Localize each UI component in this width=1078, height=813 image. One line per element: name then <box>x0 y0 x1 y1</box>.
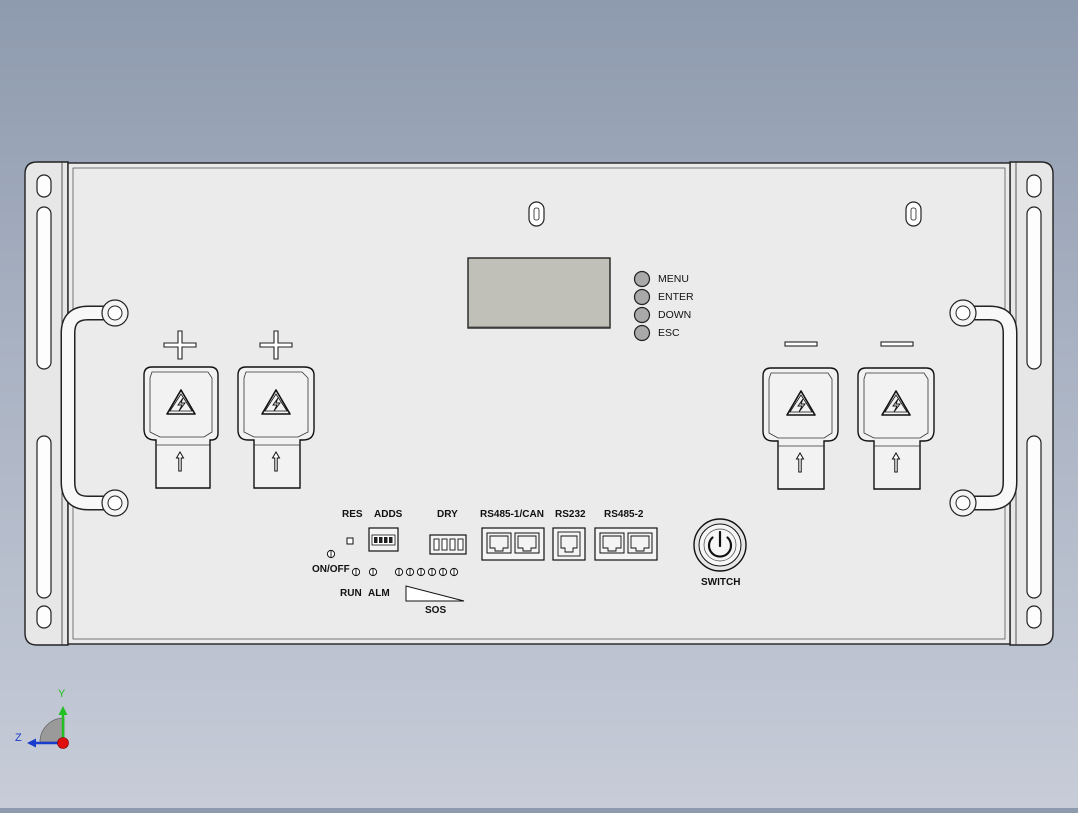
adds-label: ADDS <box>374 509 403 520</box>
negative-markers <box>784 341 914 347</box>
top-mount-slots <box>528 201 922 227</box>
enter-label: ENTER <box>658 291 694 303</box>
positive-terminal-1[interactable] <box>143 366 219 489</box>
negative-terminal-2[interactable] <box>857 367 935 490</box>
run-led <box>351 567 361 577</box>
enter-button[interactable] <box>633 288 651 306</box>
triad-y-label: Y <box>58 688 66 700</box>
soc-label: SOS <box>425 605 447 616</box>
menu-button[interactable] <box>633 270 651 288</box>
left-rack-ear <box>24 161 69 646</box>
rs485-2-port[interactable] <box>594 527 658 561</box>
dry-contact-port[interactable] <box>429 534 467 555</box>
down-label: DOWN <box>658 309 692 321</box>
rs232-port[interactable] <box>552 527 586 561</box>
down-button[interactable] <box>633 306 651 324</box>
menu-label: MENU <box>658 273 689 285</box>
alm-led <box>368 567 378 577</box>
esc-button[interactable] <box>633 324 651 342</box>
adds-dip-switch[interactable] <box>368 527 399 552</box>
esc-label: ESC <box>658 327 680 339</box>
switch-label: SWITCH <box>701 577 741 588</box>
rs485-1-can-label: RS485-1/CAN <box>480 509 544 520</box>
nav-buttons[interactable] <box>633 270 651 342</box>
soc-level-wedge <box>405 585 465 602</box>
res-label: RES <box>342 509 363 520</box>
right-rack-ear <box>1009 161 1054 646</box>
on-off-label: ON/OFF <box>312 564 350 575</box>
alm-label: ALM <box>368 588 390 599</box>
run-label: RUN <box>340 588 362 599</box>
rs232-label: RS232 <box>555 509 586 520</box>
positive-terminal-2[interactable] <box>237 366 315 489</box>
positive-markers <box>163 330 293 360</box>
dry-label: DRY <box>437 509 458 520</box>
rs485-1-can-port[interactable] <box>481 527 545 561</box>
negative-terminal-1[interactable] <box>762 367 839 490</box>
left-handle[interactable] <box>60 299 129 517</box>
lcd-display <box>467 257 611 329</box>
triad-z-label: Z <box>15 732 22 744</box>
on-off-led <box>326 549 336 559</box>
res-button[interactable] <box>346 537 354 545</box>
rs485-2-label: RS485-2 <box>604 509 644 520</box>
front-panel <box>67 162 1011 645</box>
coordinate-triad <box>27 706 69 749</box>
power-switch[interactable] <box>693 518 747 572</box>
right-handle[interactable] <box>949 299 1018 517</box>
